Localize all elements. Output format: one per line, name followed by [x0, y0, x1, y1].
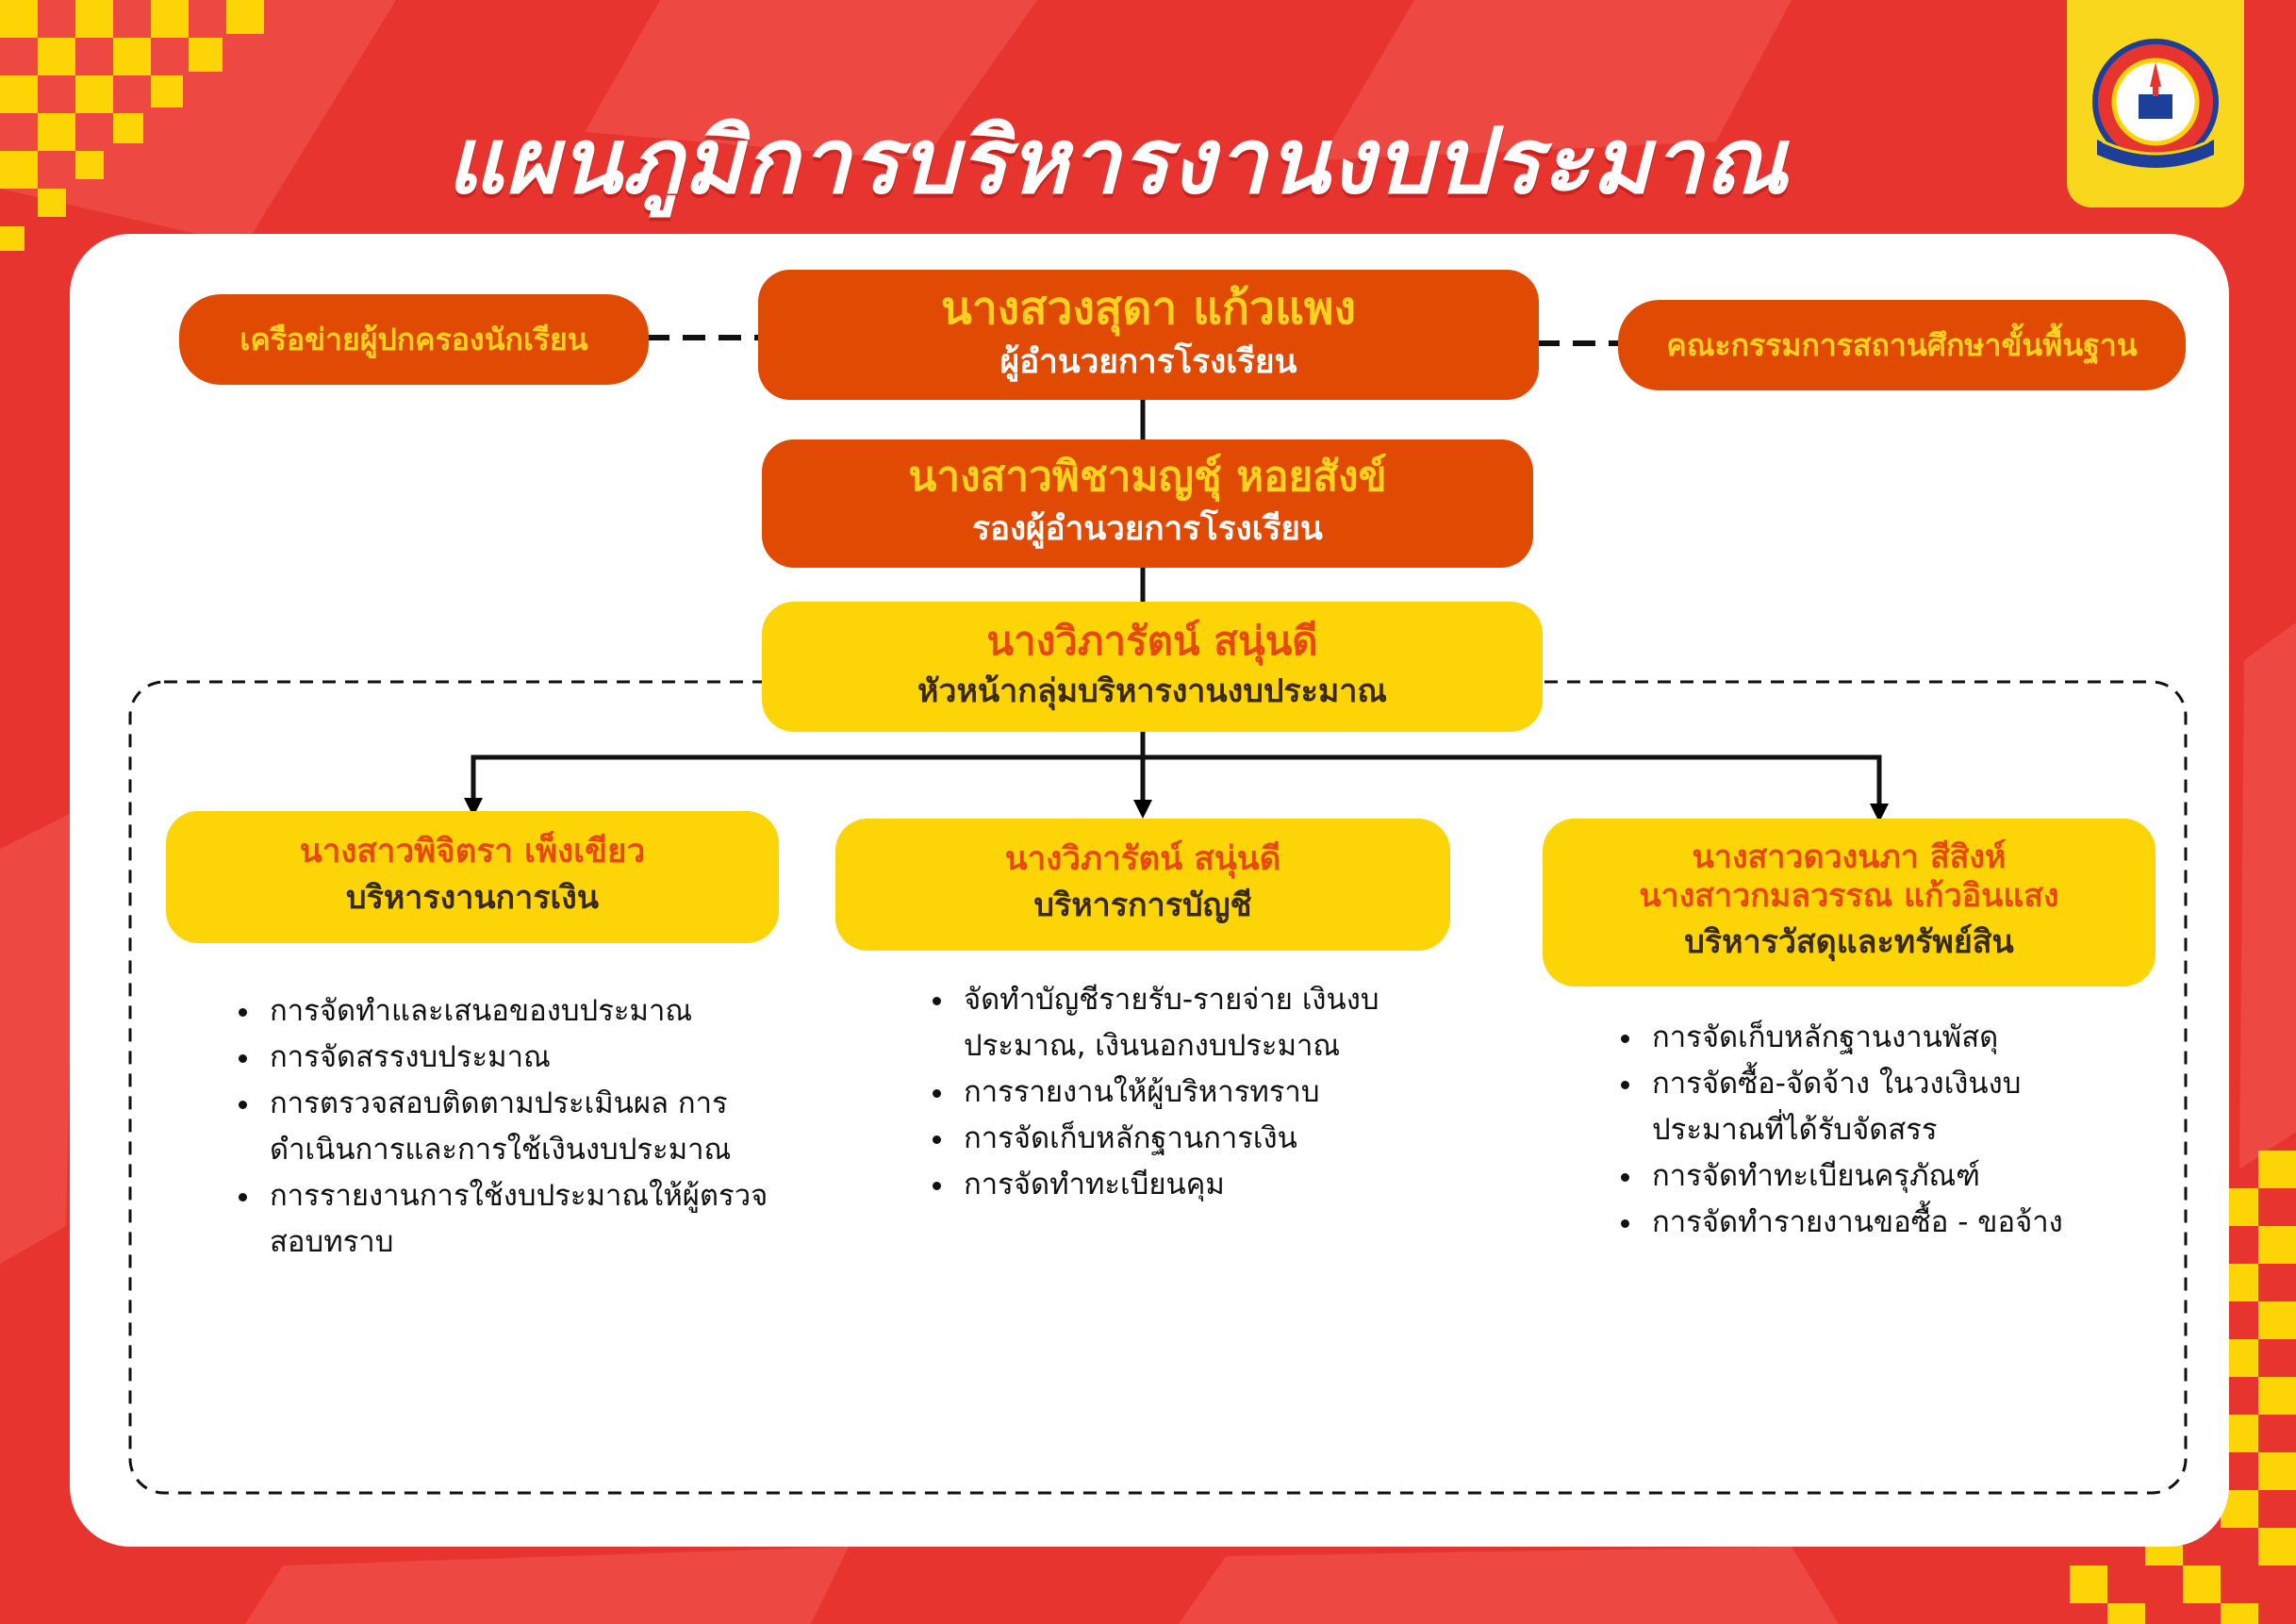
director-role: ผู้อำนวยการโรงเรียน [999, 343, 1297, 382]
list-item: การรายงานการใช้งบประมาณให้ผู้ตรวจสอบทราบ [262, 1173, 771, 1266]
supplies-duty-list: การจัดเก็บหลักฐานงานพัสดุ การจัดซื้อ-จัด… [1592, 1015, 2116, 1246]
finance-unit-box: นางสาวพิจิตรา เพ็งเขียว บริหารงานการเงิน [166, 811, 779, 943]
supplies-unit-role: บริหารวัสดุและทรัพย์สิน [1684, 922, 2014, 961]
board-label: คณะกรรมการสถานศึกษาขั้นพื้นฐาน [1666, 326, 2138, 363]
list-item: การรายงานให้ผู้บริหารทราบ [956, 1069, 1418, 1116]
list-item: การจัดทำรายงานขอซื้อ - ขอจ้าง [1644, 1200, 2116, 1246]
list-item: การจัดทำทะเบียนคุม [956, 1162, 1418, 1208]
list-item: การจัดทำและเสนอของบประมาณ [262, 988, 771, 1035]
finance-duty-list: การจัดทำและเสนอของบประมาณ การจัดสรรงบประ… [209, 988, 771, 1266]
supplies-unit-box: นางสาวดวงนภา สีสิงห์ นางสาวกมลวรรณ แก้วอ… [1543, 819, 2156, 986]
list-item: การจัดเก็บหลักฐานงานพัสดุ [1644, 1015, 2116, 1061]
list-item: การจัดทำทะเบียนครุภัณฑ์ [1644, 1153, 2116, 1200]
deputy-role: รองผู้อำนวยการโรงเรียน [972, 509, 1323, 548]
board-box: คณะกรรมการสถานศึกษาขั้นพื้นฐาน [1618, 300, 2186, 390]
accounting-unit-role: บริหารการบัญชี [1033, 887, 1252, 924]
finance-unit-name: นางสาวพิจิตรา เพ็งเขียว [299, 833, 646, 870]
head-name: นางวิภารัตน์ สนุ่นดี [986, 617, 1318, 664]
supplies-unit-name-2: นางสาวกมลวรรณ แก้วอินแสง [1639, 877, 2059, 915]
list-item: การจัดเก็บหลักฐานการเงิน [956, 1116, 1418, 1162]
accounting-unit-name: นางวิภารัตน์ สนุ่นดี [1004, 840, 1281, 878]
accounting-unit-box: นางวิภารัตน์ สนุ่นดี บริหารการบัญชี [835, 819, 1450, 951]
supplies-unit-name-1: นางสาวดวงนภา สีสิงห์ [1692, 838, 2007, 877]
director-name: นางสวงสุดา แก้วแพง [941, 281, 1356, 335]
list-item: จัดทำบัญชีรายรับ-รายจ่าย เงินงบประมาณ, เ… [956, 977, 1418, 1069]
school-emblem-icon [2092, 39, 2219, 168]
list-item: การจัดซื้อ-จัดจ้าง ในวงเงินงบประมาณที่ได… [1644, 1061, 2116, 1153]
director-box: นางสวงสุดา แก้วแพง ผู้อำนวยการโรงเรียน [758, 270, 1539, 400]
head-box: นางวิภารัตน์ สนุ่นดี หัวหน้ากลุ่มบริหารง… [762, 602, 1543, 732]
logo-badge [2067, 0, 2244, 207]
network-label: เครือข่ายผู้ปกครองนักเรียน [240, 321, 588, 357]
deputy-box: นางสาวพิชามญชุ์ หอยสังข์ รองผู้อำนวยการโ… [762, 439, 1533, 568]
accounting-duty-list: จัดทำบัญชีรายรับ-รายจ่าย เงินงบประมาณ, เ… [903, 977, 1418, 1208]
list-item: การจัดสรรงบประมาณ [262, 1035, 771, 1081]
list-item: การตรวจสอบติดตามประเมินผล การดำเนินการแล… [262, 1081, 771, 1173]
page-title: แผนภูมิการบริหารงานงบประมาณ [446, 108, 1789, 214]
deputy-name: นางสาวพิชามญชุ์ หอยสังข์ [908, 453, 1387, 502]
finance-unit-role: บริหารงานการเงิน [346, 879, 599, 917]
network-box: เครือข่ายผู้ปกครองนักเรียน [179, 294, 649, 385]
head-role: หัวหน้ากลุ่มบริหารงานงบประมาณ [917, 672, 1387, 711]
